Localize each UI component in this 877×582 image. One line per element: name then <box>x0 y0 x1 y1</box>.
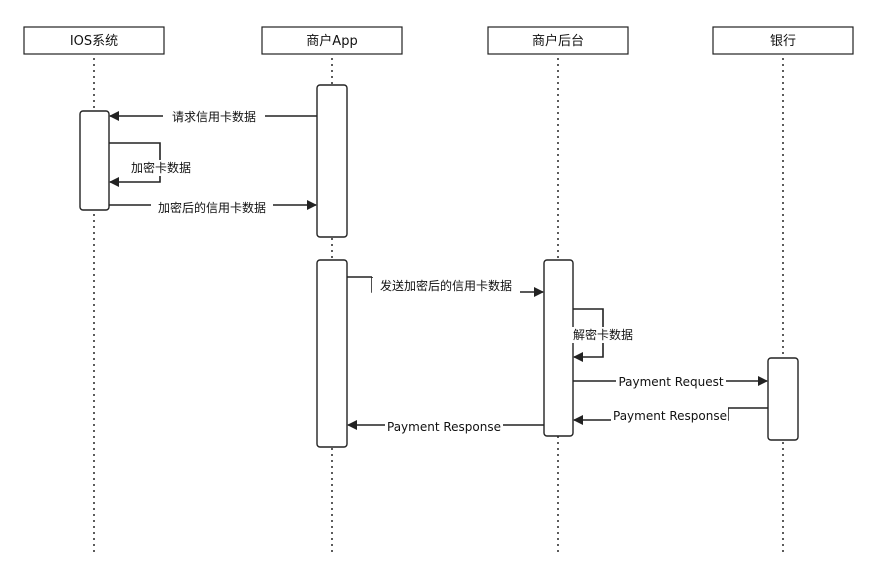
message-label-encrypt-card: 加密卡数据 <box>131 160 191 175</box>
participant-app[interactable]: 商户App <box>261 26 403 55</box>
activation-ios <box>79 110 110 211</box>
activation-backend <box>543 259 574 437</box>
activation-bank <box>767 357 799 441</box>
participant-label-bank: 银行 <box>770 34 796 49</box>
participant-label-backend: 商户后台 <box>532 33 584 49</box>
message-payment-response-app: Payment Response <box>347 418 544 434</box>
message-send-encrypted-card: 发送加密后的信用卡数据 <box>347 276 544 297</box>
message-encrypt-card: 加密卡数据 <box>109 142 198 187</box>
message-label-payment-response-app: Payment Response <box>387 420 501 434</box>
participant-label-app: 商户App <box>306 33 357 49</box>
participant-ios[interactable]: IOS系统 <box>23 26 165 55</box>
message-label-request-card: 请求信用卡数据 <box>172 109 256 124</box>
activation-app-1 <box>316 84 348 238</box>
participant-label-ios: IOS系统 <box>70 34 118 49</box>
message-label-encrypted-card-return: 加密后的信用卡数据 <box>158 200 266 215</box>
message-label-payment-request: Payment Request <box>618 375 723 389</box>
activation-app-2 <box>316 259 348 448</box>
message-encrypted-card-return: 加密后的信用卡数据 <box>109 199 317 215</box>
message-payment-request: Payment Request <box>573 374 768 390</box>
participant-bank[interactable]: 银行 <box>712 26 854 55</box>
message-request-card: 请求信用卡数据 <box>109 108 317 124</box>
participant-backend[interactable]: 商户后台 <box>487 26 629 55</box>
message-payment-response-bank: Payment Response <box>573 407 768 425</box>
message-label-decrypt-card: 解密卡数据 <box>573 327 633 342</box>
message-label-payment-response-bank: Payment Response <box>613 409 727 423</box>
message-label-send-encrypted-card: 发送加密后的信用卡数据 <box>380 278 512 293</box>
message-decrypt-card: 解密卡数据 <box>568 308 638 362</box>
